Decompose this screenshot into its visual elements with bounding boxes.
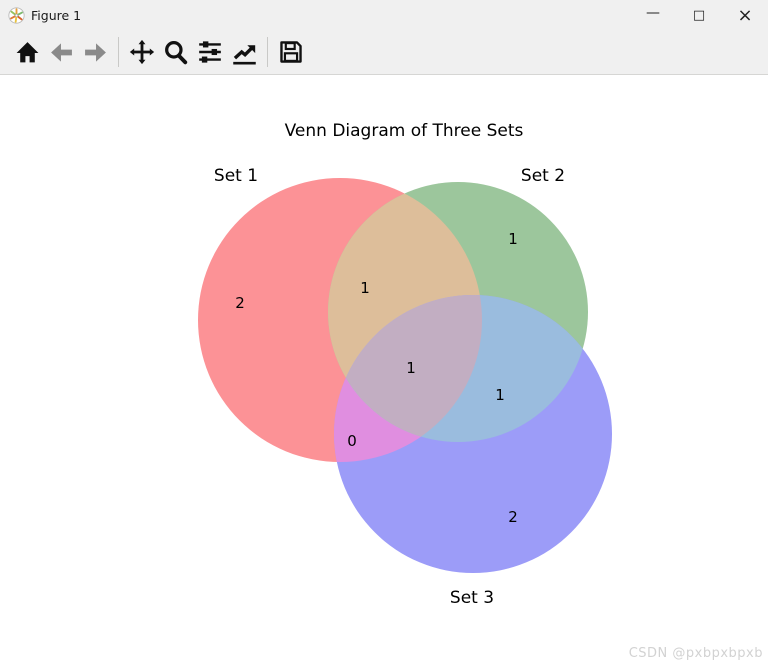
configure-subplots-button[interactable]	[193, 34, 227, 70]
close-icon: ×	[737, 4, 753, 26]
title-bar[interactable]: Figure 1 — □ ×	[0, 0, 768, 30]
zoom-button[interactable]	[159, 34, 193, 70]
count-set1-and-set3: 0	[347, 432, 357, 450]
close-button[interactable]: ×	[722, 0, 768, 30]
save-button[interactable]	[274, 34, 308, 70]
set3-label: Set 3	[450, 588, 494, 608]
count-set1-and-set2: 1	[360, 279, 370, 297]
set1-label: Set 1	[214, 166, 258, 186]
zoom-magnifier-icon	[165, 41, 188, 65]
configure-subplots-sliders-icon	[199, 41, 221, 63]
edit-axes-chart-icon	[232, 44, 256, 65]
maximize-button[interactable]: □	[676, 0, 722, 30]
matplotlib-toolbar	[0, 30, 768, 75]
window-title: Figure 1	[31, 7, 82, 23]
toolbar-separator	[118, 37, 119, 67]
count-set2-only: 1	[508, 230, 518, 248]
set2-label: Set 2	[521, 166, 565, 186]
maximize-icon: □	[692, 7, 706, 23]
back-button[interactable]	[44, 34, 78, 70]
venn-diagram: Venn Diagram of Three Sets Set 1 Set 2 S…	[198, 121, 612, 608]
pan-move-icon	[129, 39, 155, 65]
minimize-button[interactable]: —	[630, 0, 676, 30]
save-floppy-icon	[280, 41, 302, 63]
window-controls: — □ ×	[630, 0, 768, 30]
csdn-watermark: CSDN @pxbpxbpxb	[628, 646, 763, 661]
forward-arrow-icon	[84, 42, 106, 62]
chart-title: Venn Diagram of Three Sets	[285, 121, 524, 141]
forward-button[interactable]	[78, 34, 112, 70]
toolbar-separator	[267, 37, 268, 67]
home-icon	[16, 41, 38, 62]
count-set3-only: 2	[508, 508, 518, 526]
home-button[interactable]	[10, 34, 44, 70]
count-set1-only: 2	[235, 294, 245, 312]
count-set2-and-set3: 1	[495, 386, 505, 404]
edit-axes-button[interactable]	[227, 34, 261, 70]
back-arrow-icon	[50, 42, 72, 62]
count-set1-set2-set3: 1	[406, 359, 416, 377]
minimize-icon: —	[646, 5, 660, 21]
pan-button[interactable]	[125, 34, 159, 70]
matplotlib-logo-icon	[8, 6, 25, 24]
figure-canvas[interactable]: Venn Diagram of Three Sets Set 1 Set 2 S…	[0, 75, 768, 662]
